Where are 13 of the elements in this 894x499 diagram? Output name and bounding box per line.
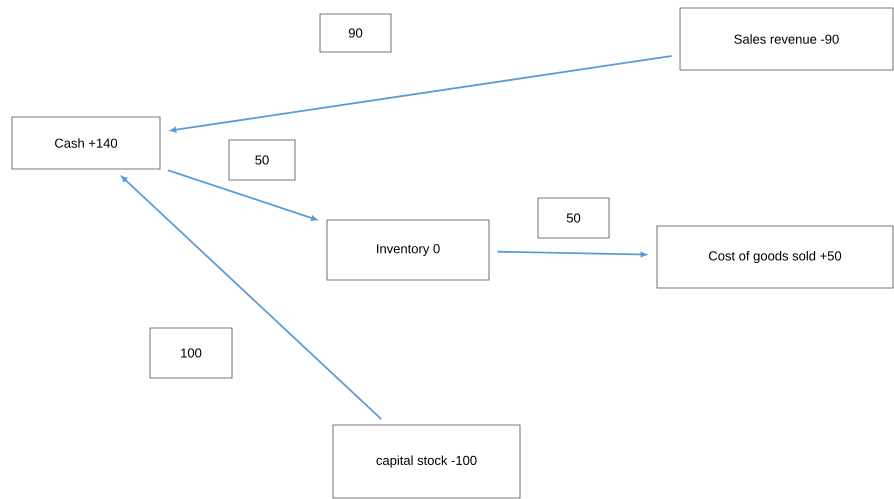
value-box: 50 (538, 198, 610, 238)
account-box: Inventory 0 (326, 220, 490, 280)
arrow (497, 250, 647, 258)
account-box: Sales revenue -90 (680, 8, 894, 70)
account-box: Cash +140 (12, 116, 160, 170)
account-box: capital stock -100 (332, 424, 520, 498)
value-box: 90 (320, 14, 392, 52)
value-box: 50 (228, 140, 296, 180)
arrow (121, 176, 382, 420)
arrow (168, 169, 318, 221)
account-box: Cost of goods sold +50 (656, 226, 894, 288)
arrow (170, 55, 672, 133)
value-box: 100 (150, 328, 232, 378)
